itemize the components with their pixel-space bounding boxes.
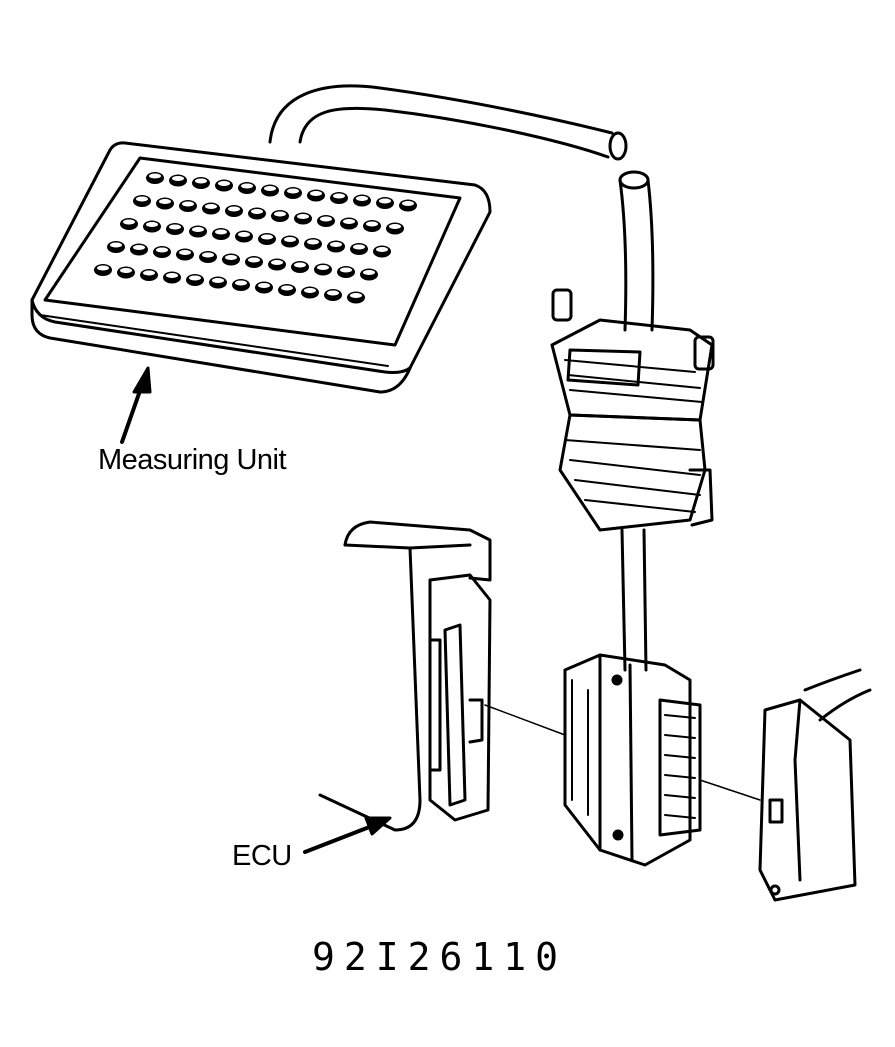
keypad-button-highlight [179, 250, 191, 255]
keypad-button-highlight [136, 196, 148, 202]
keypad-button-highlight [271, 260, 283, 265]
keypad-button-highlight [189, 275, 201, 281]
lower-cable-top [618, 170, 655, 332]
guide-lines [484, 704, 761, 801]
keypad-button-highlight [281, 285, 293, 291]
keypad-button-highlight [110, 242, 122, 248]
keypad-button-highlight [212, 278, 224, 283]
keypad-button-highlight [304, 288, 316, 293]
keypad-button-highlight [97, 265, 109, 271]
keypad-button-highlight [320, 216, 332, 222]
keypad-button-highlight [264, 186, 276, 191]
keypad-button-highlight [274, 211, 286, 217]
keypad-button-highlight [192, 227, 204, 232]
keypad-button-highlight [317, 265, 329, 270]
keypad-button-highlight [343, 219, 355, 224]
keypad-button-highlight [333, 193, 345, 199]
keypad-button-highlight [327, 290, 339, 296]
keypad-button-highlight [248, 257, 260, 263]
keypad-button-highlight [172, 176, 184, 181]
keypad-button-highlight [205, 204, 217, 209]
keypad-button-highlight [146, 222, 158, 227]
measuring-unit-label: Measuring Unit [98, 444, 287, 476]
keypad-button-highlight [340, 267, 352, 273]
keypad-button-highlight [366, 221, 378, 227]
measuring-unit [30, 141, 492, 394]
keypad-button-highlight [143, 270, 155, 276]
keypad-button-highlight [294, 262, 306, 268]
keypad-button-highlight [251, 209, 263, 214]
keypad-button-highlight [215, 229, 227, 235]
keypad-button-highlight [166, 273, 178, 278]
keypad-button-highlight [402, 201, 414, 206]
keypad-button-highlight [169, 224, 181, 230]
keypad-button-highlight [376, 247, 388, 252]
keypad-button-highlight [284, 237, 296, 242]
keypad-button-highlight [356, 196, 368, 201]
adapter-connector [563, 653, 702, 867]
keypad-button-highlight [123, 219, 135, 225]
keypad-button-highlight [218, 181, 230, 186]
dsub-connector [550, 288, 715, 532]
keypad-button-highlight [228, 206, 240, 212]
ecu-arrow [303, 816, 392, 854]
keypad-button-highlight [379, 198, 391, 204]
keypad-button-highlight [238, 232, 250, 237]
middle-cable [620, 528, 648, 672]
keypad-button-highlight [307, 239, 319, 245]
keypad-button-highlight [297, 214, 309, 219]
keypad-button-highlight [195, 178, 207, 184]
keypad-button-highlight [149, 173, 161, 179]
ecu-unit [318, 520, 492, 832]
figure-code: 92I26110 [312, 935, 568, 979]
keypad-button-highlight [353, 244, 365, 250]
keypad-button-highlight [287, 188, 299, 194]
keypad-button-highlight [241, 183, 253, 189]
keypad-button-highlight [350, 293, 362, 298]
upper-cable [268, 84, 628, 161]
keypad-button-highlight [261, 234, 273, 240]
keypad-button-highlight [363, 270, 375, 275]
harness-plug [758, 668, 872, 902]
ecu-label: ECU [232, 840, 292, 872]
keypad-button-highlight [330, 242, 342, 247]
keypad-button-highlight [159, 199, 171, 204]
keypad-button-highlight [202, 252, 214, 258]
keypad-button-highlight [310, 191, 322, 196]
keypad-button-highlight [235, 280, 247, 286]
keypad-buttons [94, 172, 417, 304]
keypad-button-highlight [156, 247, 168, 253]
keypad-button-highlight [133, 245, 145, 250]
keypad-button-highlight [182, 201, 194, 207]
keypad-button-highlight [389, 224, 401, 229]
keypad-button-highlight [225, 255, 237, 260]
keypad-button-highlight [258, 283, 270, 288]
keypad-button-highlight [120, 268, 132, 273]
measuring-unit-arrow [120, 366, 152, 444]
